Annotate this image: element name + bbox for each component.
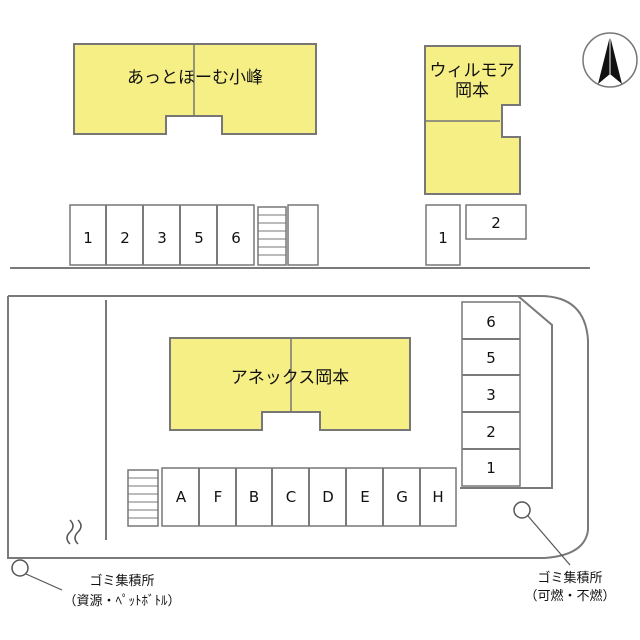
garbage-marker-icon bbox=[11, 559, 29, 577]
parking-slot-label: 2 bbox=[120, 229, 130, 247]
building-label-center: アネックス岡本 bbox=[231, 368, 350, 388]
parking-slot-label: 2 bbox=[486, 423, 496, 441]
parking-slot-label: E bbox=[360, 488, 369, 506]
parking-top-right: 1 2 bbox=[425, 204, 527, 266]
building-wilmore-okamoto: ウィルモア 岡本 bbox=[424, 45, 521, 195]
parking-slot-label: A bbox=[176, 488, 187, 506]
garbage-label-left-1: ゴミ集積所 bbox=[89, 573, 154, 589]
parking-slot-label: 3 bbox=[157, 229, 167, 247]
parking-slot-label: C bbox=[286, 488, 296, 506]
stairs-bottom bbox=[127, 469, 159, 527]
building-label-top-right-2: 岡本 bbox=[455, 81, 489, 101]
parking-slot-label: 1 bbox=[486, 459, 496, 477]
parking-slot-label: 1 bbox=[438, 229, 448, 247]
parking-slot-label: 5 bbox=[194, 229, 204, 247]
building-label-top-right-1: ウィルモア bbox=[430, 61, 515, 81]
garbage-point-right: ゴミ集積所 （可燃・不燃） bbox=[513, 501, 616, 604]
parking-slot-label: 3 bbox=[486, 386, 496, 404]
parking-column-right: 6 5 3 2 1 bbox=[461, 301, 521, 487]
parking-slot-label: 1 bbox=[83, 229, 93, 247]
parking-slot-label: F bbox=[214, 488, 223, 506]
parking-slot-label: 6 bbox=[231, 229, 241, 247]
garbage-marker-icon bbox=[513, 501, 531, 519]
building-atto-home-komine: あっとほーむ小峰 bbox=[73, 43, 317, 135]
parking-slot-label: 5 bbox=[486, 349, 496, 367]
parking-slot-label: B bbox=[249, 488, 259, 506]
parking-slot-label: H bbox=[432, 488, 443, 506]
site-inner-path bbox=[105, 295, 553, 540]
parking-row-bottom: A F B C D E G H bbox=[161, 467, 457, 527]
garbage-point-left: ゴミ集積所 （資源・ﾍﾟｯﾄﾎﾞﾄﾙ） bbox=[11, 559, 181, 609]
parking-slot-label: G bbox=[396, 488, 408, 506]
garbage-label-left-2: （資源・ﾍﾟｯﾄﾎﾞﾄﾙ） bbox=[63, 594, 180, 609]
parking-slot-label: D bbox=[322, 488, 334, 506]
garbage-label-right-2: （可燃・不燃） bbox=[524, 588, 615, 604]
garbage-label-right-1: ゴミ集積所 bbox=[537, 570, 602, 586]
site-boundary bbox=[7, 295, 589, 559]
north-arrow-icon bbox=[582, 32, 638, 88]
boundary-break-mark bbox=[66, 519, 82, 545]
parking-slot-label: 2 bbox=[491, 214, 501, 232]
parking-row-top-left: 1 2 3 5 6 bbox=[69, 204, 255, 266]
building-annex-okamoto: アネックス岡本 bbox=[169, 337, 411, 431]
stairs-top bbox=[257, 204, 319, 266]
parking-slot-label: 6 bbox=[486, 313, 496, 331]
building-label-top-left: あっとほーむ小峰 bbox=[127, 68, 263, 88]
